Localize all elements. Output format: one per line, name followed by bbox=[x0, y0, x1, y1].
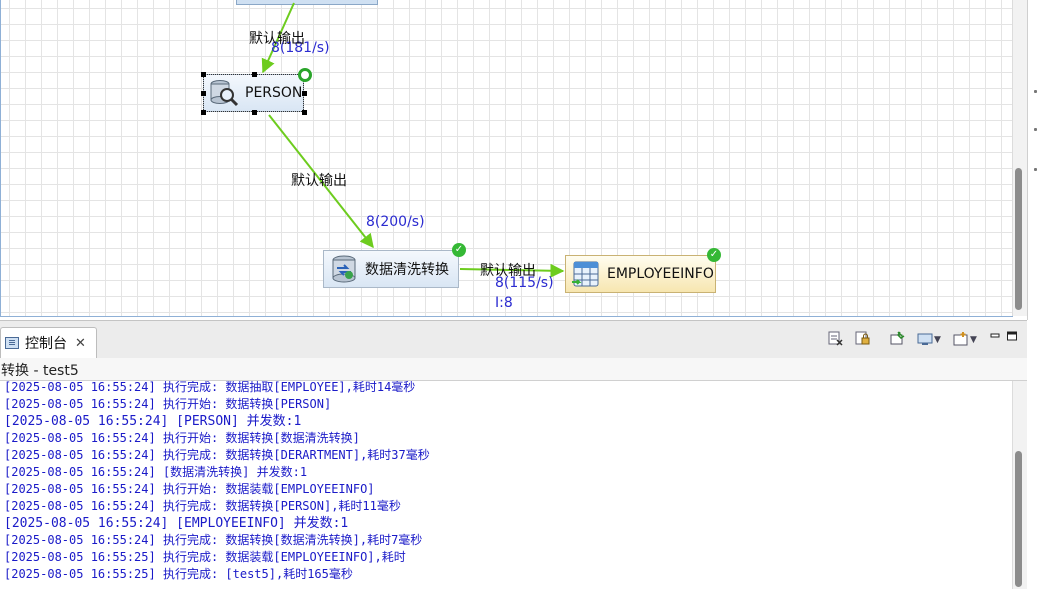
console-view-header: 控制台 ✕ ▼ ▼ bbox=[0, 320, 1027, 359]
resize-handle[interactable] bbox=[302, 91, 307, 96]
collapsed-marker[interactable] bbox=[1034, 90, 1037, 93]
resize-handle[interactable] bbox=[201, 72, 206, 77]
right-side-panel bbox=[1027, 0, 1039, 320]
hop-line-3[interactable] bbox=[459, 263, 565, 278]
upstream-step-partial[interactable] bbox=[236, 0, 378, 5]
canvas-vertical-scrollbar[interactable] bbox=[1012, 0, 1027, 316]
scroll-lock-button[interactable] bbox=[853, 330, 871, 348]
hop-label-2: 默认输出 bbox=[291, 173, 347, 189]
console-line: [2025-08-05 16:55:24] 执行完成: 数据抽取[EMPLOYE… bbox=[4, 381, 416, 394]
console-line: [2025-08-05 16:55:24] 执行开始: 数据转换[PERSON] bbox=[4, 397, 332, 411]
resize-handle[interactable] bbox=[201, 110, 206, 115]
pin-console-button[interactable] bbox=[888, 330, 906, 348]
pin-icon bbox=[890, 331, 905, 345]
database-transform-icon bbox=[329, 254, 359, 284]
console-line: [2025-08-05 16:55:24] [EMPLOYEEINFO] 并发数… bbox=[4, 516, 349, 531]
console-vertical-scrollbar[interactable] bbox=[1012, 381, 1027, 589]
running-status-icon bbox=[298, 68, 312, 82]
tab-console[interactable]: 控制台 ✕ bbox=[0, 327, 97, 358]
resize-handle[interactable] bbox=[302, 110, 307, 115]
console-line: [2025-08-05 16:55:24] 执行开始: 数据转换[数据清洗转换] bbox=[4, 431, 360, 445]
collapsed-marker[interactable] bbox=[1034, 128, 1037, 131]
console-output[interactable]: [2025-08-05 16:55:24] 执行完成: 数据抽取[EMPLOYE… bbox=[0, 381, 1012, 589]
hop-line-1[interactable] bbox=[261, 2, 295, 74]
console-title: 转换 - test5 bbox=[1, 363, 79, 379]
resize-handle[interactable] bbox=[252, 72, 257, 77]
console-line: [2025-08-05 16:55:25] 执行完成: [test5],耗时16… bbox=[4, 567, 353, 581]
clear-icon bbox=[828, 331, 843, 346]
database-lookup-icon bbox=[209, 78, 239, 108]
transformation-canvas[interactable]: 8(181/s) 默认输出 PERSON 默认输出 8(200/s) bbox=[0, 0, 1013, 317]
hop-rate-1: 8(181/s) bbox=[271, 40, 330, 56]
step-label: EMPLOYEEINFO bbox=[607, 266, 714, 282]
hop-rate-3: 8(115/s) bbox=[495, 275, 554, 291]
console-icon bbox=[5, 337, 19, 349]
scrollbar-thumb[interactable] bbox=[1015, 451, 1022, 587]
clear-console-button[interactable] bbox=[826, 330, 844, 348]
chevron-down-icon: ▼ bbox=[934, 335, 941, 345]
step-person[interactable]: PERSON bbox=[201, 72, 307, 115]
hop-rate-2: 8(200/s) bbox=[366, 214, 425, 230]
close-icon[interactable]: ✕ bbox=[75, 335, 86, 351]
hop-links bbox=[261, 2, 565, 278]
console-line: [2025-08-05 16:55:24] 执行完成: 数据转换[数据清洗转换]… bbox=[4, 533, 423, 547]
display-console-button[interactable]: ▼ bbox=[915, 330, 943, 348]
minimize-button[interactable] bbox=[988, 330, 1002, 348]
hop-label-1: 默认输出 bbox=[249, 31, 305, 47]
tab-label: 控制台 bbox=[25, 336, 67, 352]
hop-input-count: I:8 bbox=[495, 295, 513, 311]
ok-status-icon: ✓ bbox=[707, 248, 721, 262]
step-employeeinfo[interactable]: EMPLOYEEINFO bbox=[565, 255, 716, 293]
minimize-icon bbox=[990, 333, 1000, 338]
step-label: PERSON bbox=[245, 85, 303, 101]
maximize-button[interactable] bbox=[1005, 330, 1019, 348]
console-line: [2025-08-05 16:55:24] 执行开始: 数据装载[EMPLOYE… bbox=[4, 482, 375, 496]
collapsed-marker[interactable] bbox=[1034, 168, 1037, 171]
chevron-down-icon: ▼ bbox=[970, 335, 977, 345]
console-line: [2025-08-05 16:55:24] [数据清洗转换] 并发数:1 bbox=[4, 465, 308, 479]
maximize-icon bbox=[1007, 331, 1017, 341]
resize-handle[interactable] bbox=[201, 91, 206, 96]
console-title-bar: 转换 - test5 bbox=[0, 358, 1027, 381]
step-label: 数据清洗转换 bbox=[365, 262, 449, 278]
open-console-button[interactable]: ▼ bbox=[951, 330, 979, 348]
console-line: [2025-08-05 16:55:25] 执行完成: 数据装载[EMPLOYE… bbox=[4, 550, 406, 564]
display-icon bbox=[917, 333, 933, 345]
scroll-lock-icon bbox=[855, 331, 870, 345]
step-data-cleaning-transform[interactable]: 数据清洗转换 bbox=[323, 250, 459, 288]
table-output-icon bbox=[571, 259, 601, 289]
ok-status-icon: ✓ bbox=[452, 243, 466, 257]
console-line: [2025-08-05 16:55:24] 执行完成: 数据转换[DERARTM… bbox=[4, 448, 430, 462]
console-line: [2025-08-05 16:55:24] 执行完成: 数据转换[PERSON]… bbox=[4, 499, 401, 513]
console-line: [2025-08-05 16:55:24] [PERSON] 并发数:1 bbox=[4, 414, 302, 429]
hop-label-3: 默认输出 bbox=[480, 263, 536, 279]
new-console-icon bbox=[953, 331, 968, 345]
resize-handle[interactable] bbox=[252, 110, 257, 115]
scrollbar-thumb[interactable] bbox=[1015, 168, 1022, 310]
hop-line-2[interactable] bbox=[268, 114, 374, 249]
